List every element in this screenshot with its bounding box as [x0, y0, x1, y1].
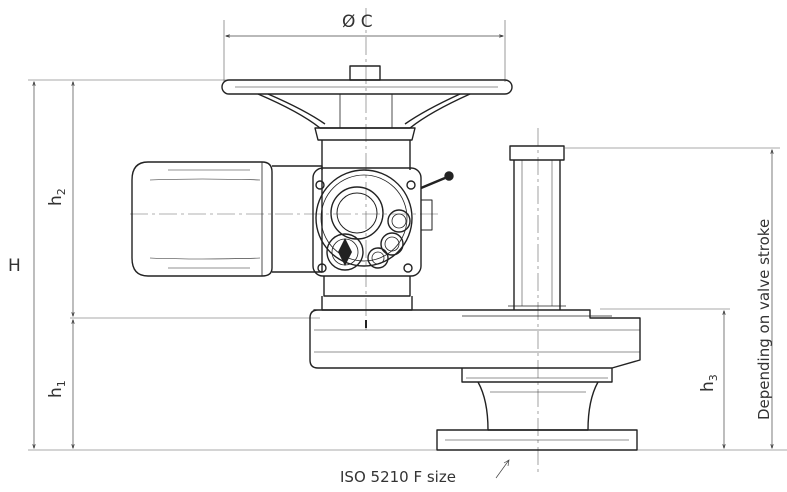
h1-label: h1	[46, 380, 68, 398]
handwheel	[222, 66, 512, 140]
actuator	[132, 66, 640, 450]
h1-label-main: h	[46, 387, 66, 398]
dimension-lines	[34, 36, 772, 478]
control-unit	[313, 168, 453, 276]
extension-lines	[28, 20, 787, 450]
stem-tube	[508, 146, 566, 310]
h3-label-main: h	[698, 381, 718, 392]
height-total-label: H	[8, 256, 21, 276]
output-mounting	[437, 382, 637, 450]
stroke-note-label: Depending on valve stroke	[755, 218, 773, 420]
h3-label-sub: 3	[707, 374, 720, 382]
iso-note-label: ISO 5210 F size	[340, 468, 456, 486]
iso-leader	[496, 460, 509, 478]
motor-housing	[132, 162, 322, 276]
diameter-label: Ø C	[342, 12, 373, 32]
h3-label: h3	[698, 374, 720, 392]
h2-label: h2	[46, 188, 68, 206]
gearbox	[310, 310, 640, 382]
centre-lines	[130, 8, 538, 472]
h2-label-sub: 2	[55, 188, 68, 196]
h1-label-sub: 1	[55, 380, 68, 388]
h2-label-main: h	[46, 195, 66, 206]
